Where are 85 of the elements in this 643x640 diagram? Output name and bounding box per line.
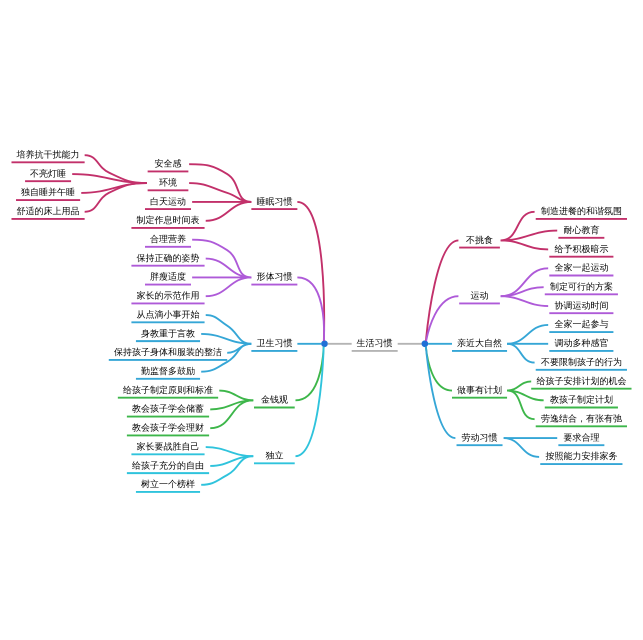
node-text: 生活习惯 (356, 339, 393, 350)
connector (192, 238, 252, 278)
node-text: 保持正确的姿势 (136, 254, 200, 264)
node-text: 卫生习惯 (256, 339, 292, 350)
connector (398, 342, 422, 345)
connector (425, 295, 459, 342)
node-text: 给孩子制定原则和标准 (123, 386, 213, 396)
node-text: 安全感 (154, 160, 182, 170)
connector (297, 342, 322, 345)
connector (428, 342, 452, 345)
connector (424, 346, 456, 439)
connector (84, 182, 147, 213)
connector (328, 342, 352, 345)
node-text: 耐心教育 (563, 226, 600, 236)
connector (206, 446, 254, 458)
node-text: 不亮灯睡 (30, 169, 66, 180)
connector (506, 324, 548, 345)
connector (500, 267, 548, 298)
node-text: 不挑食 (466, 236, 494, 246)
node-circle (321, 340, 328, 348)
connector (206, 276, 252, 298)
node-text: 按照能力安排家务 (545, 452, 618, 462)
connector (504, 437, 540, 458)
node-text: 制定可行的方案 (550, 282, 613, 293)
node-text: 制造进餐的和谐氛围 (540, 207, 622, 218)
node-text: 制定作息时间表 (136, 216, 200, 226)
connector (227, 342, 252, 354)
node-text: 培养抗干扰能力 (16, 150, 80, 161)
node-text: 全家一起参与 (554, 320, 608, 330)
node-text: 独自睡并午睡 (21, 188, 76, 198)
node-text: 白天运动 (150, 197, 186, 208)
node-text: 协调运动时间 (554, 301, 608, 312)
connector (500, 210, 535, 242)
node-text: 教会孩子学会理财 (132, 424, 204, 434)
node-text: 睡眠习惯 (256, 197, 292, 208)
connector (295, 346, 325, 458)
node-text: 给孩子充分的自由 (132, 461, 204, 472)
connector (201, 455, 254, 486)
node-text: 调动多种感官 (554, 339, 608, 350)
node-text: 勤监督多鼓励 (141, 367, 195, 378)
node-text: 家长要战胜自己 (136, 442, 200, 452)
node-text: 形体习惯 (256, 272, 292, 283)
connector (507, 390, 544, 402)
connector (297, 201, 326, 341)
node-text: 保持孩子身体和服装的整洁 (114, 348, 222, 358)
connector (206, 201, 252, 222)
node-text: 胖瘦适度 (150, 272, 186, 283)
node-text: 劳逸结合，有张有弛 (540, 414, 622, 425)
connector (500, 295, 548, 307)
node-text: 要求合理 (563, 433, 600, 444)
connector (210, 455, 254, 467)
connector (506, 342, 535, 364)
connector (500, 286, 544, 298)
node-text: 环境 (159, 178, 177, 188)
connector (206, 314, 252, 345)
node-text: 独立 (265, 451, 284, 462)
node-text: 合理营养 (150, 235, 186, 246)
connector (507, 380, 532, 392)
connector (297, 276, 326, 341)
connector (210, 399, 254, 430)
connector (424, 240, 459, 341)
node-text: 给孩子安排计划的机会 (536, 376, 626, 387)
connector (201, 333, 252, 345)
node-text: 教孩子制定计划 (550, 396, 613, 406)
node-text: 金钱观 (260, 396, 288, 406)
connector (219, 390, 254, 402)
node-text: 不要限制孩子的行为 (540, 358, 622, 368)
node-text: 身教重于言教 (141, 329, 195, 340)
node-text: 从点滴小事开始 (136, 310, 200, 320)
node-text: 亲近大自然 (457, 339, 502, 350)
connector (504, 437, 558, 439)
node-text: 做事有计划 (457, 386, 502, 396)
connector (201, 342, 252, 373)
node-text: 树立一个榜样 (141, 480, 195, 490)
node-text: 给予积极暗示 (554, 244, 608, 255)
node-text: 家长的示范作用 (136, 292, 200, 302)
node-circle (421, 340, 428, 348)
node-text: 舒适的床上用品 (16, 207, 80, 218)
node-text: 运动 (470, 292, 489, 302)
node-text: 教会孩子学会储蓄 (132, 404, 204, 415)
node-text: 全家一起运动 (554, 264, 608, 274)
connector (189, 163, 252, 203)
node-text: 劳动习惯 (462, 433, 498, 444)
connector (506, 390, 535, 420)
connector (500, 239, 548, 250)
